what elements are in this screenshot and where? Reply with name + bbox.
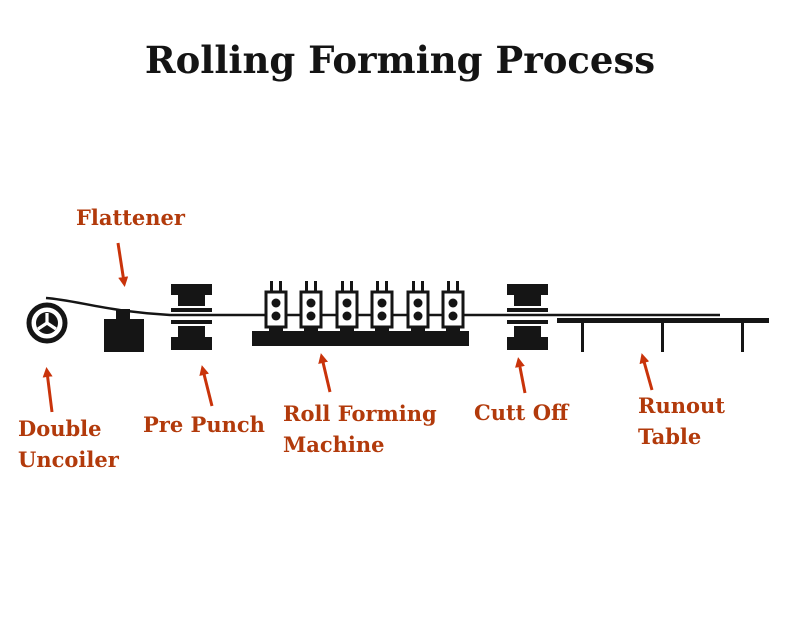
arrow-cut-off [515, 357, 527, 394]
roller-stand-icon [406, 281, 430, 331]
label-line: Machine [283, 432, 385, 457]
roller-stand-icon [335, 281, 359, 331]
label-line: Table [638, 424, 702, 449]
flattener-block-icon [104, 309, 144, 352]
arrow-pre-punch [199, 365, 214, 407]
label-pre-punch: Pre Punch [143, 412, 265, 437]
label-double-uncoiler: Double Uncoiler [18, 413, 119, 475]
coil-icon [26, 302, 68, 344]
label-line: Roll Forming [283, 401, 437, 426]
roller-stand-icon [370, 281, 394, 331]
table-icon [557, 318, 769, 352]
press-icon [171, 284, 212, 350]
label-line: Runout [638, 393, 725, 418]
arrow-uncoiler [42, 367, 54, 413]
arrow-roll-forming [318, 353, 332, 393]
roller-stand-icon [264, 281, 288, 331]
label-roll-forming-machine: Roll Forming Machine [283, 398, 437, 460]
roller-stand-icon [299, 281, 323, 331]
label-runout-table: Runout Table [638, 390, 725, 452]
press-icon [507, 284, 548, 350]
arrow-flattener [116, 242, 129, 287]
page-title: Rolling Forming Process [144, 38, 656, 82]
roll-forming-machine-icon [252, 281, 469, 346]
label-line: Uncoiler [18, 447, 119, 472]
arrow-runout-table [639, 353, 654, 391]
roller-stand-icon [441, 281, 465, 331]
label-flattener: Flattener [76, 205, 185, 230]
label-line: Double [18, 416, 102, 441]
steel-strip [45, 296, 720, 317]
label-cutt-off: Cutt Off [474, 400, 569, 425]
